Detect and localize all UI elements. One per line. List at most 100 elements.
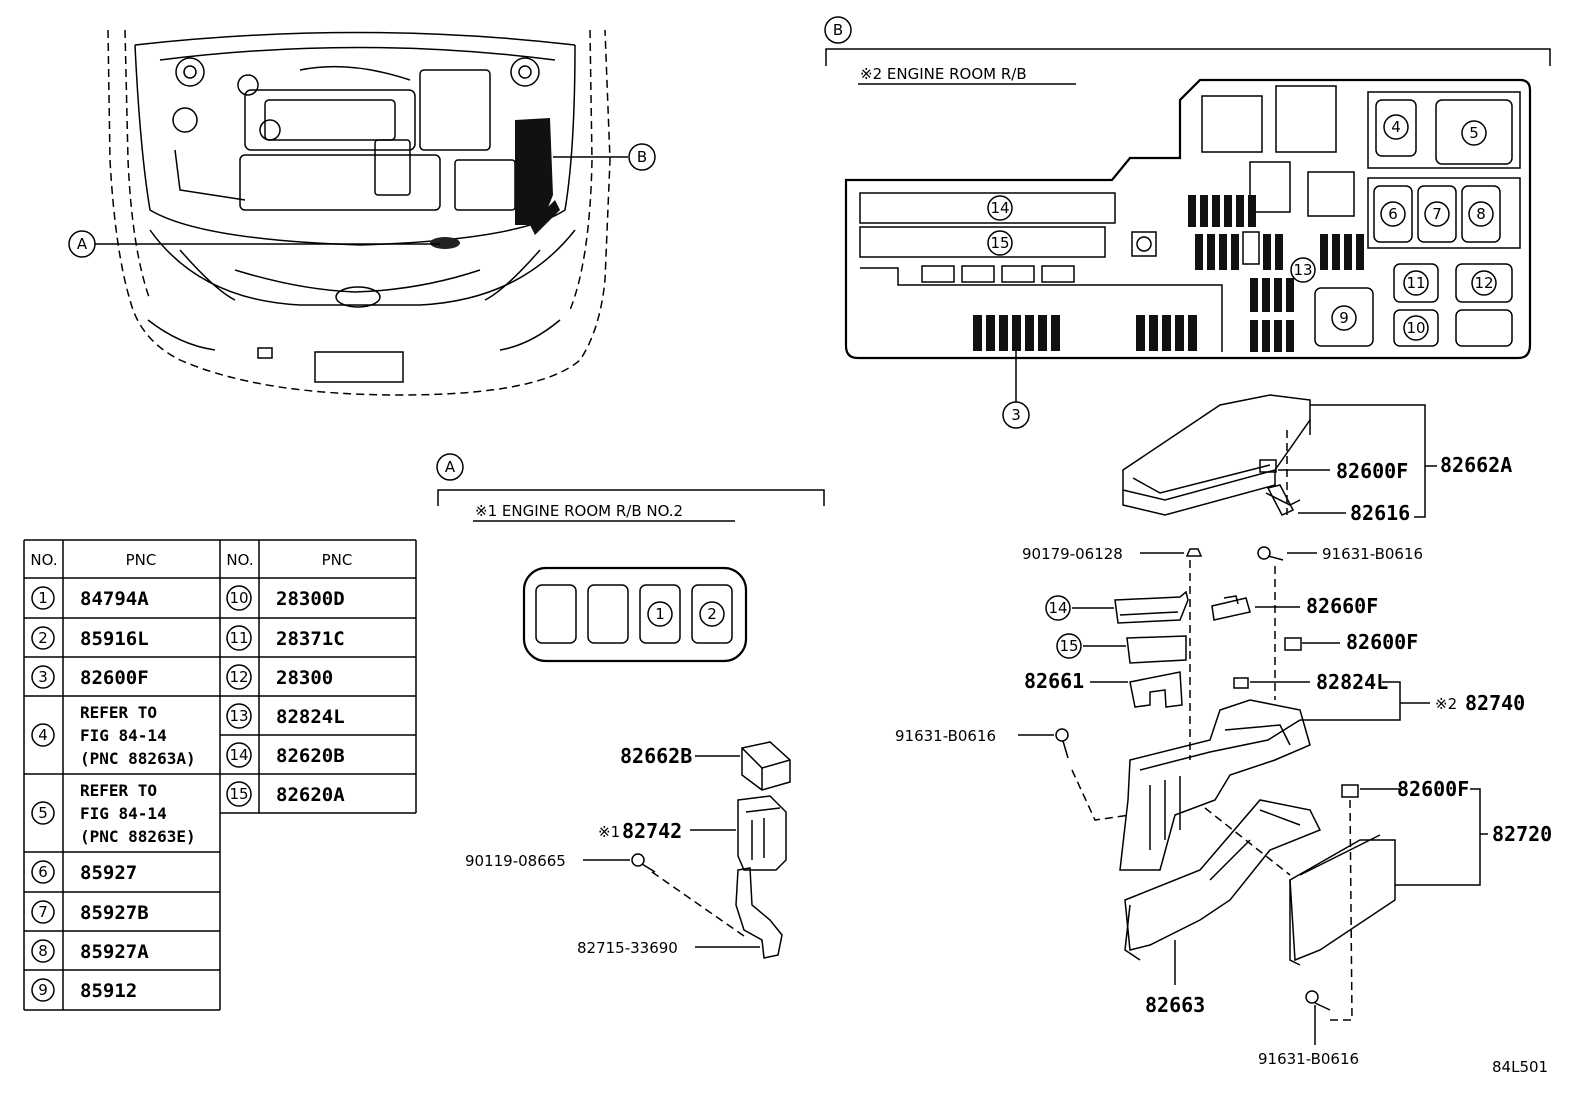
svg-text:14: 14 (229, 746, 248, 764)
part-82740: 82740 (1465, 691, 1525, 715)
part-82742-mark: ※1 (598, 823, 620, 841)
table-row: 10 28300D (226, 585, 345, 611)
table-row: 2 85916L (31, 626, 149, 650)
svg-text:5: 5 (1469, 124, 1479, 142)
callout-a-circle (68, 230, 96, 258)
svg-text:8: 8 (38, 942, 48, 960)
fusebox-b-number-13: 13 (1290, 257, 1316, 283)
table-row: 8 85927A (31, 939, 149, 963)
svg-text:REFER TO: REFER TO (80, 781, 157, 800)
table-header-pnc-right: PNC (322, 551, 353, 569)
svg-text:15: 15 (990, 234, 1009, 252)
svg-text:85927A: 85927A (80, 941, 149, 963)
section-b-exploded-parts: 82600F 82616 82662A 90179-06128 91631-B0… (895, 394, 1552, 1068)
part-82660F: 82660F (1306, 594, 1378, 618)
fusebox-b-number-4: 4 (1383, 114, 1409, 140)
svg-text:(PNC 88263E): (PNC 88263E) (80, 827, 196, 846)
part-82600F-top: 82600F (1336, 459, 1408, 483)
svg-text:13: 13 (1293, 261, 1312, 279)
table-row: 7 85927B (31, 900, 149, 924)
fusebox-a-number-2: 2 (699, 601, 725, 627)
section-a-exploded-parts: 82662B ※1 82742 90119-08665 82715-33690 (465, 741, 791, 959)
section-a-marker: A (445, 458, 456, 476)
svg-text:11: 11 (1406, 274, 1425, 292)
table-row: 5 REFER TO FIG 84-14 (PNC 88263E) (31, 781, 196, 846)
callout-b-label: B (637, 148, 647, 166)
table-header-pnc-left: PNC (126, 551, 157, 569)
table-header-no-left: NO. (30, 551, 57, 569)
part-82662A: 82662A (1440, 453, 1512, 477)
part-82740-mark: ※2 (1435, 695, 1457, 713)
fusebox-b-number-14: 14 (987, 195, 1013, 221)
fusebox-b-number-6: 6 (1380, 201, 1406, 227)
svg-text:5: 5 (38, 804, 48, 822)
part-91631-B0616-top: 91631-B0616 (1322, 545, 1423, 563)
fusebox-b-number-9: 9 (1331, 305, 1357, 331)
svg-text:15: 15 (1059, 637, 1078, 655)
svg-text:82620B: 82620B (276, 745, 345, 767)
svg-text:(PNC 88263A): (PNC 88263A) (80, 749, 196, 768)
svg-text:FIG 84-14: FIG 84-14 (80, 726, 167, 745)
part-91631-B0616-left: 91631-B0616 (895, 727, 996, 745)
svg-text:10: 10 (229, 589, 248, 607)
part-82662B: 82662B (620, 744, 692, 768)
svg-text:84794A: 84794A (80, 588, 149, 610)
svg-text:4: 4 (38, 726, 48, 744)
section-b-marker: B (833, 21, 843, 39)
engine-bay-illustration: B A (68, 29, 656, 396)
figure-code: 84L501 (1492, 1058, 1548, 1076)
svg-text:2: 2 (38, 629, 48, 647)
table-row: 3 82600F (31, 665, 149, 689)
svg-text:82600F: 82600F (80, 667, 149, 689)
part-82715-33690: 82715-33690 (577, 939, 678, 957)
fusebox-b-number-15: 15 (987, 230, 1013, 256)
callout-a-label: A (77, 235, 88, 253)
part-82720: 82720 (1492, 822, 1552, 846)
svg-text:85927B: 85927B (80, 902, 149, 924)
part-82824L: 82824L (1316, 670, 1388, 694)
svg-text:FIG 84-14: FIG 84-14 (80, 804, 167, 823)
part-82661: 82661 (1024, 669, 1084, 693)
svg-text:28300: 28300 (276, 667, 333, 689)
svg-text:REFER TO: REFER TO (80, 703, 157, 722)
svg-text:9: 9 (1339, 309, 1349, 327)
fusebox-b-number-7: 7 (1424, 201, 1450, 227)
part-90179-06128: 90179-06128 (1022, 545, 1123, 563)
fusebox-b-number-10: 10 (1403, 315, 1429, 341)
svg-text:14: 14 (1048, 599, 1067, 617)
callout-b-circle (628, 143, 656, 171)
part-82616: 82616 (1350, 501, 1410, 525)
fusebox-b-number-8: 8 (1468, 201, 1494, 227)
fusebox-b-number-3: 3 (1002, 401, 1030, 429)
svg-text:85916L: 85916L (80, 628, 149, 650)
svg-text:7: 7 (38, 903, 48, 921)
svg-text:15: 15 (229, 785, 248, 803)
fusebox-b-number-11: 11 (1403, 270, 1429, 296)
svg-text:9: 9 (38, 981, 48, 999)
fusebox-a-layout: 1 2 (522, 566, 748, 663)
svg-text:85912: 85912 (80, 980, 137, 1002)
fusebox-a-number-1: 1 (647, 601, 673, 627)
svg-text:8: 8 (1476, 205, 1486, 223)
svg-text:28371C: 28371C (276, 628, 345, 650)
part-82742: 82742 (622, 819, 682, 843)
fusebox-b-layout: 14 15 4 5 6 7 8 13 11 12 9 10 3 (844, 78, 1532, 429)
part-91631-B0616-bottom: 91631-B0616 (1258, 1050, 1359, 1068)
svg-text:28300D: 28300D (276, 588, 345, 610)
svg-text:6: 6 (1388, 205, 1398, 223)
svg-text:12: 12 (1474, 274, 1493, 292)
part-82600F-low: 82600F (1397, 777, 1469, 801)
svg-text:7: 7 (1432, 205, 1442, 223)
part-82663: 82663 (1145, 993, 1205, 1017)
table-header-no-right: NO. (226, 551, 253, 569)
section-b-title: ※2 ENGINE ROOM R/B (860, 65, 1027, 83)
svg-text:3: 3 (38, 668, 48, 686)
svg-text:4: 4 (1391, 118, 1401, 136)
fusebox-b-number-12: 12 (1471, 270, 1497, 296)
svg-text:10: 10 (1406, 319, 1425, 337)
